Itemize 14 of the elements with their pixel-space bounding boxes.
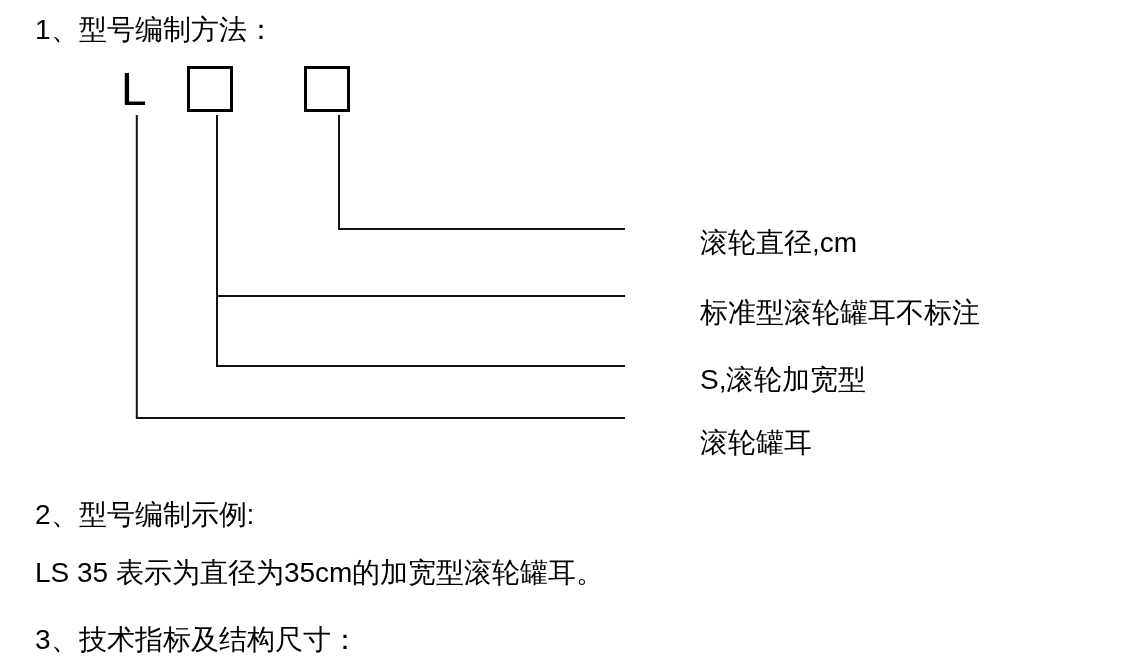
section-heading: 2、型号编制示例: <box>35 498 255 532</box>
placeholder-box <box>304 66 350 112</box>
description-text: 滚轮直径,cm <box>700 226 858 260</box>
description-text: 标准型滚轮罐耳不标注 <box>700 296 980 330</box>
example-text: LS 35 表示为直径为35cm的加宽型滚轮罐耳。 <box>35 556 605 590</box>
description-text: S,滚轮加宽型 <box>700 363 867 397</box>
code-letter: L <box>121 66 147 112</box>
leader-line <box>338 114 626 230</box>
section-heading: 1、型号编制方法： <box>35 13 275 47</box>
placeholder-box <box>187 66 233 112</box>
leader-line <box>135 114 626 419</box>
description-text: 滚轮罐耳 <box>700 426 812 460</box>
section-heading: 3、技术指标及结构尺寸： <box>35 623 359 657</box>
leader-line <box>216 114 626 367</box>
